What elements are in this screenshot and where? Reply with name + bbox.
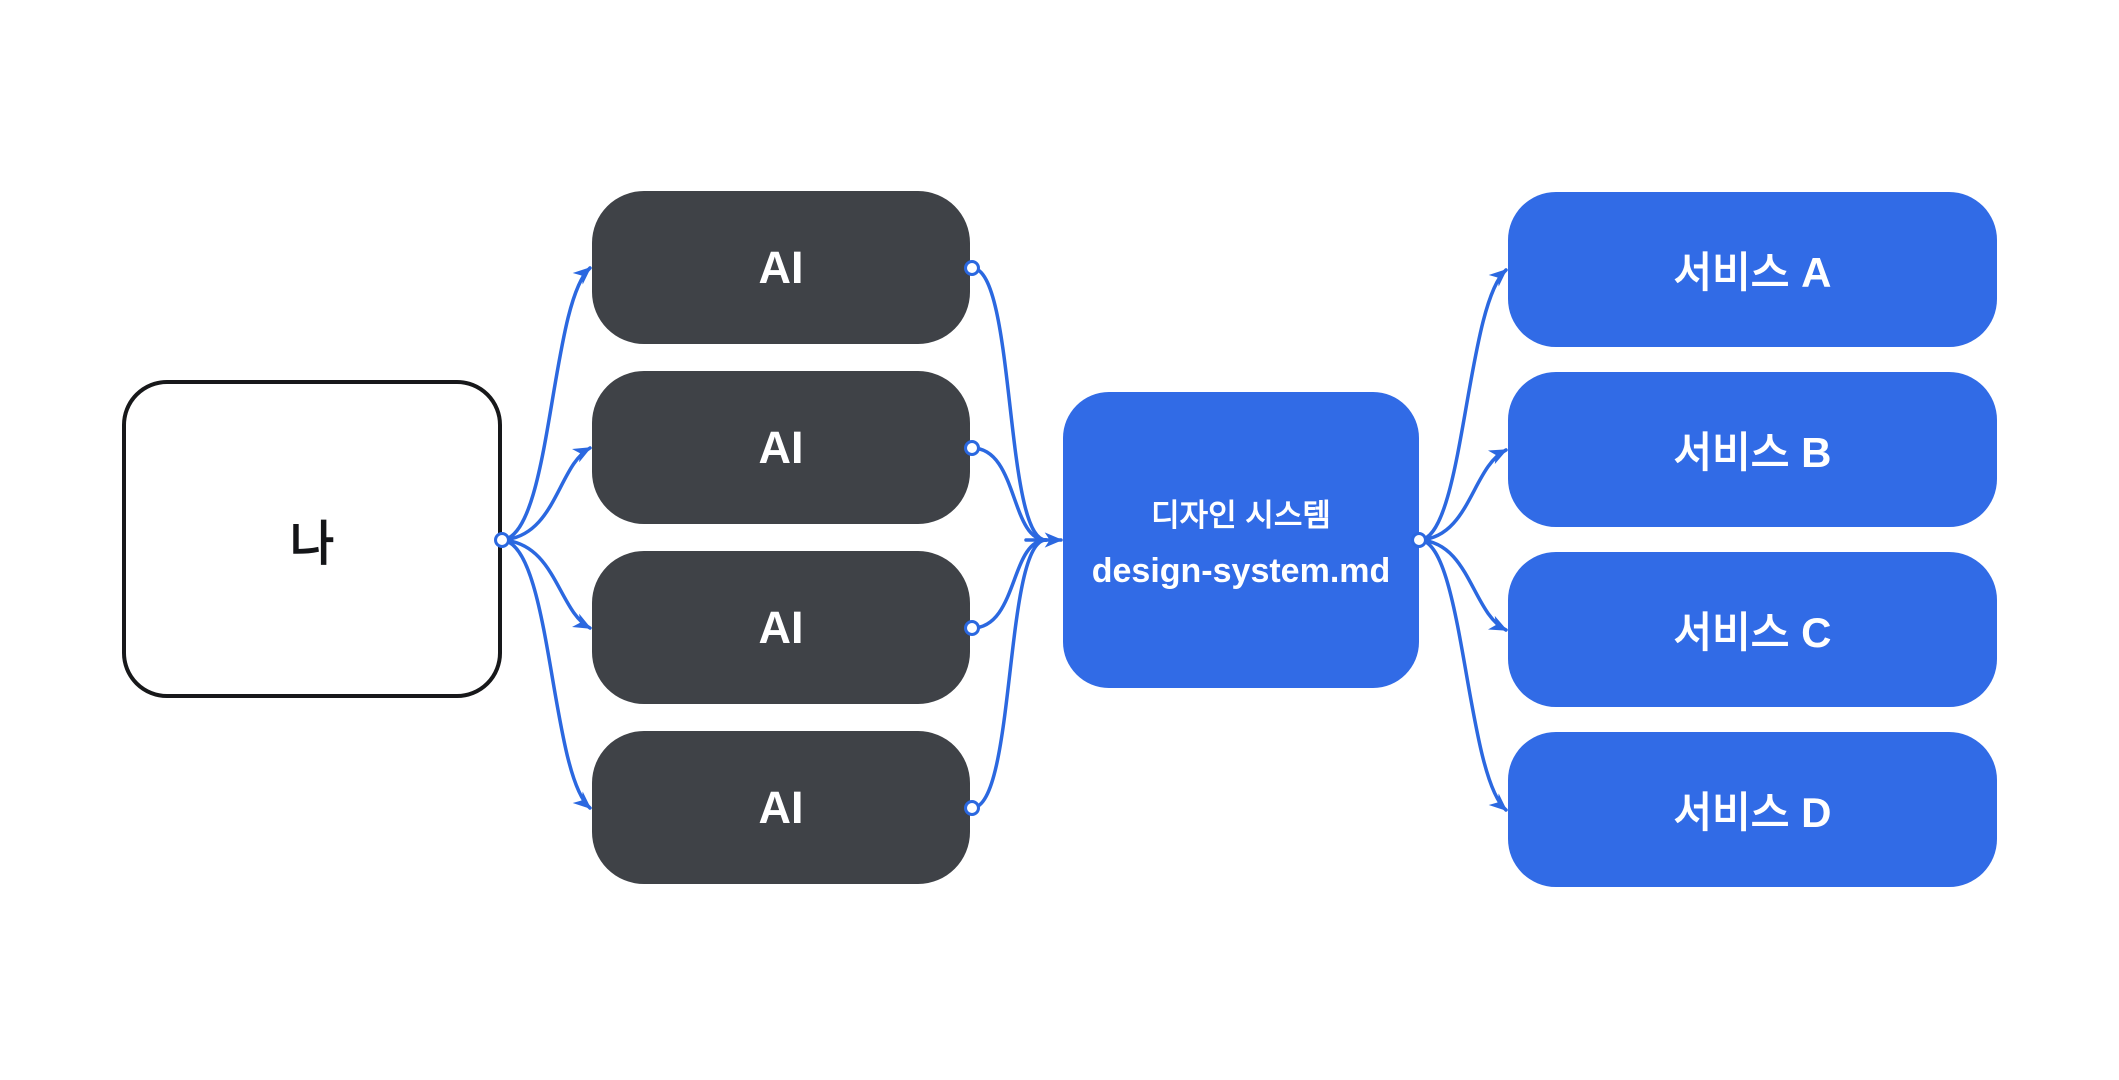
service-node-b[interactable]: 서비스 B xyxy=(1508,372,1997,527)
ai-node-4[interactable]: AI xyxy=(592,731,970,884)
ai-node-4-label: AI xyxy=(758,781,804,833)
ai-node-1[interactable]: AI xyxy=(592,191,970,344)
edge-me-to-ai-2 xyxy=(500,446,592,542)
hub-node[interactable]: 디자인 시스템 design-system.md xyxy=(1063,392,1419,688)
service-node-a-label: 서비스 A xyxy=(1673,249,1832,296)
edge-ai-3-to-hub xyxy=(970,538,1048,630)
edge-me-to-ai-3 xyxy=(500,538,592,630)
service-node-c-label: 서비스 C xyxy=(1673,609,1832,656)
hub-node-title: 디자인 시스템 xyxy=(1151,497,1331,533)
service-node-d-label: 서비스 D xyxy=(1673,789,1832,836)
ai-node-3[interactable]: AI xyxy=(592,551,970,704)
ai-node-2[interactable]: AI xyxy=(592,371,970,524)
me-node[interactable]: 나 xyxy=(122,380,502,698)
hub-node-subtitle: design-system.md xyxy=(1091,551,1391,590)
edge-ai-2-to-hub xyxy=(970,446,1048,542)
edge-me-to-ai-4 xyxy=(500,538,592,810)
service-node-a[interactable]: 서비스 A xyxy=(1508,192,1997,347)
edge-hub-to-service-c xyxy=(1418,538,1508,632)
edge-ai-1-to-hub xyxy=(970,266,1048,542)
edge-me-to-ai-1 xyxy=(500,266,592,542)
service-node-c[interactable]: 서비스 C xyxy=(1508,552,1997,707)
edge-ai-4-to-hub xyxy=(970,538,1048,810)
edge-hub-to-service-d xyxy=(1418,538,1508,812)
service-node-d[interactable]: 서비스 D xyxy=(1508,732,1997,887)
edge-hub-to-service-a xyxy=(1418,268,1508,542)
edge-hub-to-service-b xyxy=(1418,448,1508,542)
ai-node-1-label: AI xyxy=(758,241,804,293)
me-node-label: 나 xyxy=(289,518,335,571)
service-node-b-label: 서비스 B xyxy=(1673,429,1832,476)
ai-node-2-label: AI xyxy=(758,421,804,473)
ai-node-3-label: AI xyxy=(758,601,804,653)
